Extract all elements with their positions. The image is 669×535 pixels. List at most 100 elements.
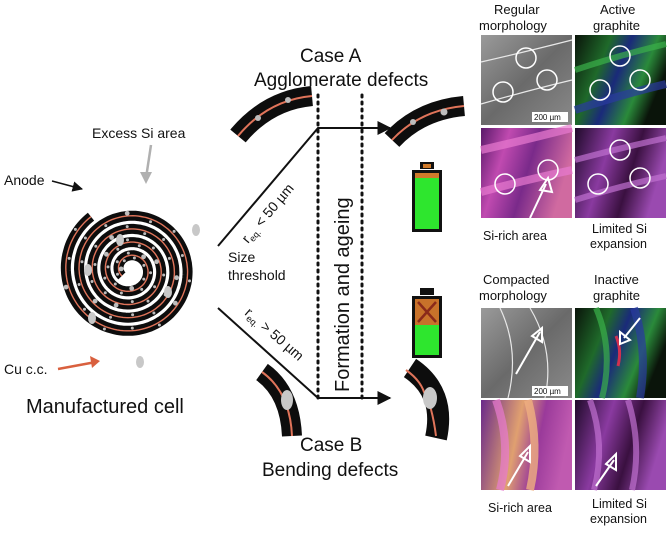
anode-label: Anode bbox=[4, 172, 45, 188]
si-particle bbox=[188, 279, 191, 283]
spiral-cell bbox=[60, 210, 200, 368]
si-agglomerate bbox=[88, 312, 96, 324]
bottom-header-left-2: morphology bbox=[479, 288, 547, 303]
si-agglomerate bbox=[116, 234, 124, 246]
case-b-after-segment bbox=[403, 358, 450, 441]
si-particle bbox=[113, 282, 117, 286]
si-agglomerate bbox=[84, 264, 92, 276]
bottom-caption-right-2: expansion bbox=[590, 512, 647, 526]
si-particle bbox=[67, 256, 71, 260]
si-particle bbox=[104, 224, 108, 228]
battery-failed-icon bbox=[412, 288, 442, 358]
top-si-map-panel bbox=[479, 124, 573, 219]
bottom-si-map-panel bbox=[481, 398, 572, 492]
threshold-label: threshold bbox=[228, 267, 286, 283]
si-agglomerate bbox=[192, 224, 200, 236]
si-particle bbox=[180, 254, 184, 257]
si-particle bbox=[83, 307, 86, 311]
si-particle bbox=[137, 244, 141, 248]
si-particle bbox=[118, 266, 124, 272]
si-particle bbox=[103, 276, 107, 280]
si-particle bbox=[109, 235, 114, 240]
si-particle bbox=[80, 260, 84, 264]
top-sem-panel: 200 µm bbox=[480, 35, 573, 125]
formation-ageing-label: Formation and ageing bbox=[332, 197, 354, 392]
top-limited-expansion-panel bbox=[574, 128, 667, 218]
excess-si-arrowhead bbox=[140, 172, 152, 184]
si-particle bbox=[122, 259, 126, 263]
si-particle bbox=[126, 251, 130, 255]
si-particle bbox=[125, 225, 129, 229]
si-particle bbox=[115, 260, 119, 264]
bottom-caption-left: Si-rich area bbox=[488, 501, 552, 515]
si-particle bbox=[126, 238, 129, 242]
top-caption-left: Si-rich area bbox=[483, 229, 547, 243]
si-particle bbox=[173, 300, 178, 306]
si-particle bbox=[90, 280, 94, 283]
si-particle bbox=[73, 227, 77, 231]
si-particle bbox=[129, 286, 135, 291]
si-particle bbox=[63, 284, 69, 290]
si-particle bbox=[149, 220, 152, 224]
bottom-caption-right-1: Limited Si bbox=[592, 497, 647, 511]
top-caption-right-1: Limited Si bbox=[592, 222, 647, 236]
si-particle bbox=[172, 229, 176, 233]
si-particle bbox=[116, 272, 119, 276]
si-particle bbox=[130, 326, 134, 330]
bottom-header-left-1: Compacted bbox=[483, 272, 549, 287]
si-particle bbox=[131, 313, 135, 317]
si-particle bbox=[153, 285, 157, 289]
manufactured-cell-label: Manufactured cell bbox=[26, 396, 184, 418]
si-particle bbox=[106, 265, 110, 269]
si-particle bbox=[142, 263, 146, 267]
si-particle bbox=[174, 275, 180, 281]
si-particle bbox=[143, 232, 147, 236]
top-header-left-1: Regular bbox=[494, 2, 540, 17]
bottom-header-right-2: graphite bbox=[593, 288, 640, 303]
top-active-graphite-panel bbox=[573, 35, 667, 125]
size-label: Size bbox=[228, 249, 255, 265]
si-particle bbox=[77, 283, 81, 286]
upper-branch-arrow bbox=[217, 121, 392, 247]
si-particle bbox=[116, 247, 120, 251]
si-particle bbox=[132, 256, 136, 260]
r-eq-upper-label: req. < 50 µm bbox=[238, 180, 298, 247]
case-a-before-segment bbox=[230, 86, 314, 143]
bottom-sem-panel: 200 µm bbox=[481, 307, 572, 399]
battery-healthy-icon bbox=[412, 162, 442, 232]
top-header-right-1: Active bbox=[600, 2, 635, 17]
si-particle bbox=[102, 327, 106, 331]
top-caption-right-2: expansion bbox=[590, 237, 647, 251]
case-a-after-segment bbox=[384, 96, 466, 148]
si-particle bbox=[109, 315, 112, 319]
cu-cc-pointer-arrow bbox=[57, 360, 97, 371]
si-particle bbox=[94, 244, 98, 248]
top-header-left-2: morphology bbox=[479, 18, 547, 33]
si-particle bbox=[104, 251, 109, 257]
si-particle bbox=[142, 277, 146, 281]
si-particle bbox=[154, 259, 160, 265]
si-particle bbox=[119, 291, 123, 295]
bottom-header-right-1: Inactive bbox=[594, 272, 639, 287]
top-header-right-2: graphite bbox=[593, 18, 640, 33]
bottom-inactive-graphite-panel bbox=[575, 306, 666, 399]
si-particle bbox=[103, 291, 107, 295]
case-a-title: Case A bbox=[300, 46, 362, 67]
si-particle bbox=[152, 311, 156, 315]
excess-si-label: Excess Si area bbox=[92, 125, 186, 141]
si-particle bbox=[151, 246, 155, 250]
si-agglomerate bbox=[136, 356, 144, 368]
bottom-limited-expansion-panel bbox=[575, 398, 666, 491]
case-b-title: Case B bbox=[300, 435, 362, 456]
si-particle bbox=[113, 302, 119, 308]
r-eq-lower-label: req. > 50 µm bbox=[241, 304, 307, 365]
si-particle bbox=[167, 256, 171, 260]
si-particle bbox=[141, 254, 147, 260]
si-particle bbox=[149, 271, 153, 275]
si-particle bbox=[92, 298, 98, 304]
si-particle bbox=[157, 323, 161, 327]
si-particle bbox=[162, 273, 166, 277]
case-b-before-segment bbox=[255, 363, 302, 437]
si-particle bbox=[146, 299, 150, 303]
